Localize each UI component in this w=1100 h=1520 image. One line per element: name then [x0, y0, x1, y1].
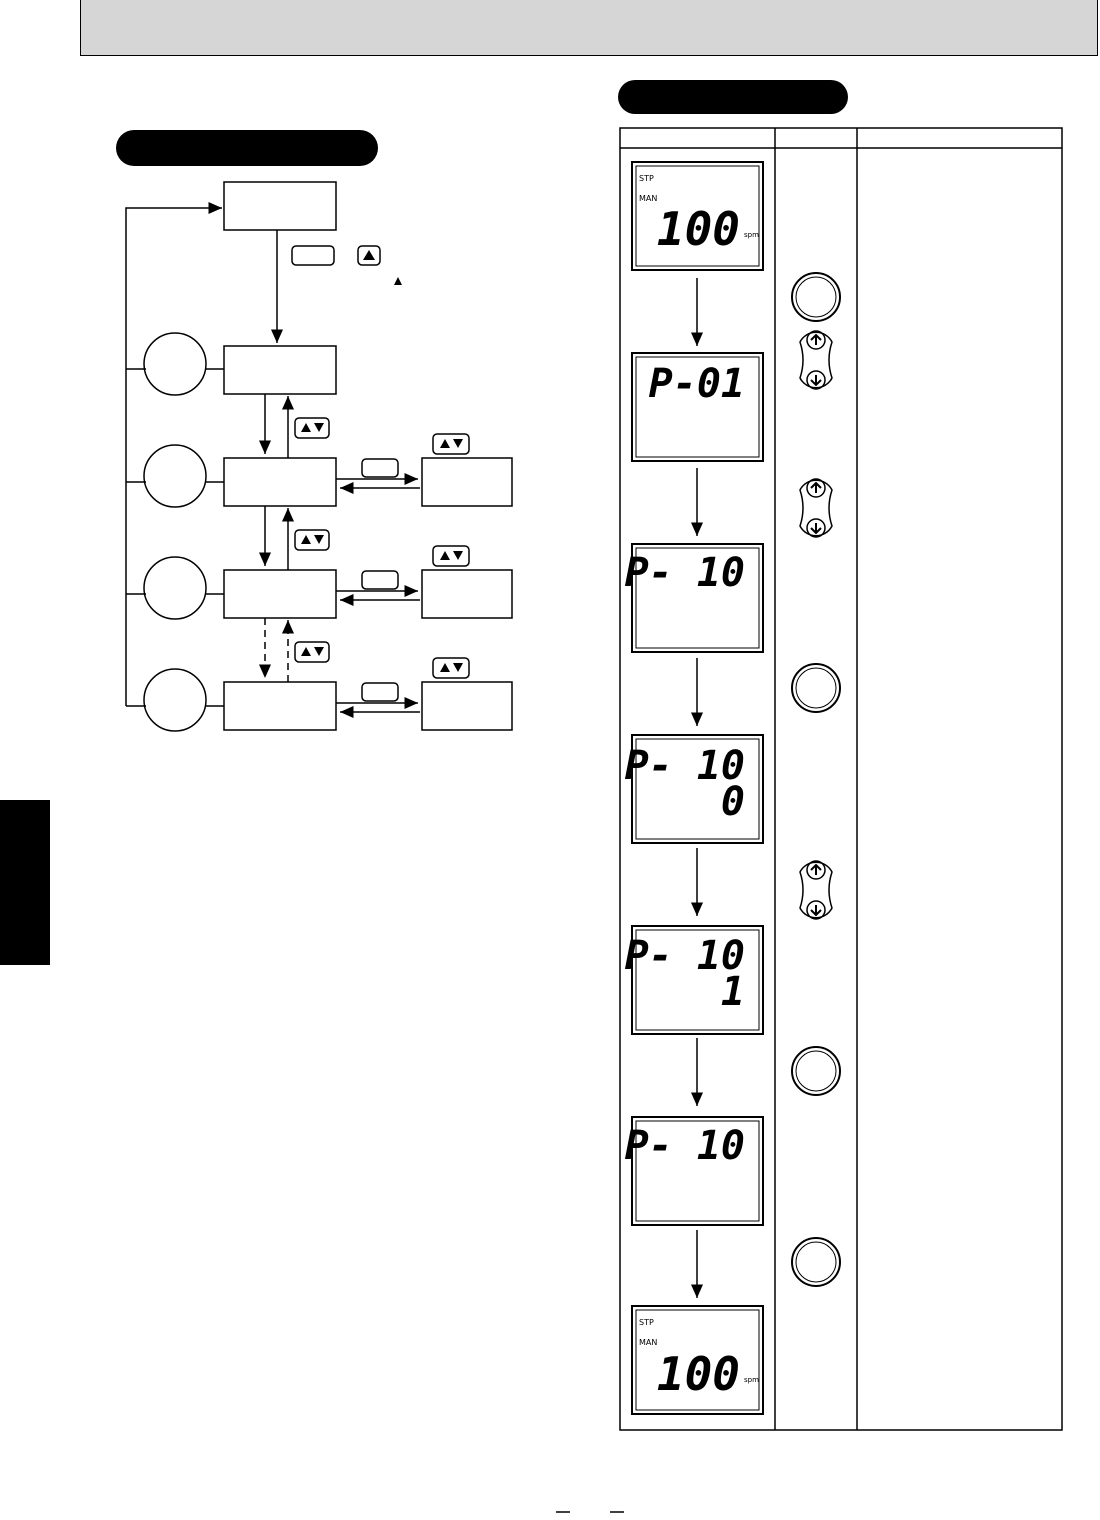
up-down-rocker-icon	[799, 478, 833, 538]
lcd-parameter-code: P- 10	[625, 1123, 745, 1169]
lcd-setting-value: 1	[721, 969, 745, 1015]
setting-box-1	[421, 457, 513, 507]
key-updown-5	[432, 545, 470, 567]
parameter-box-1	[223, 345, 337, 395]
key-up-box	[357, 245, 381, 266]
up-down-rocker-icon	[799, 860, 833, 920]
up-down-triangles-icon	[301, 535, 324, 544]
lcd-status-man: MAN	[639, 194, 657, 203]
start-mode-box	[223, 181, 337, 231]
lcd-speed-value: 100	[657, 1347, 740, 1401]
lcd-parameter-code: P- 10	[625, 933, 745, 979]
lcd-screen-2	[631, 352, 764, 462]
lcd-speed-value: 100	[657, 202, 740, 256]
lcd-setting-value: 0	[721, 779, 745, 825]
key-blank-2	[361, 570, 399, 590]
step-circle-1	[143, 332, 207, 396]
triangle-up-icon	[394, 277, 402, 285]
setting-box-2	[421, 569, 513, 619]
flow-section-heading	[116, 130, 378, 166]
side-tab	[0, 800, 50, 965]
lcd-status-stp: STP	[639, 1318, 654, 1327]
round-button-icon	[791, 663, 841, 713]
lcd-screen-1	[631, 161, 764, 271]
parameter-box-4	[223, 681, 337, 731]
lcd-screen-3	[631, 543, 764, 653]
lcd-screen-4	[631, 734, 764, 844]
up-down-triangles-icon	[440, 663, 463, 672]
lcd-screen-5	[631, 925, 764, 1035]
round-button-icon	[791, 1046, 841, 1096]
up-down-triangles-icon	[440, 551, 463, 560]
up-down-triangles-icon	[301, 647, 324, 656]
lcd-screen-6	[631, 1116, 764, 1226]
up-down-triangles-icon	[440, 439, 463, 448]
step-circle-3	[143, 556, 207, 620]
lcd-screen-7	[631, 1305, 764, 1415]
lcd-parameter-code: P-01	[649, 361, 745, 407]
key-updown-2	[294, 529, 330, 551]
procedure-table	[619, 127, 1063, 1431]
lcd-parameter-code: P- 10	[625, 743, 745, 789]
key-blank-top	[291, 245, 335, 266]
key-blank-1	[361, 458, 399, 478]
up-down-rocker-icon	[799, 330, 833, 390]
key-updown-1	[294, 417, 330, 439]
lcd-status-man: MAN	[639, 1338, 657, 1347]
lcd-speed-unit: spm	[744, 1376, 759, 1384]
key-updown-4	[432, 433, 470, 455]
setting-box-3	[421, 681, 513, 731]
key-updown-3	[294, 641, 330, 663]
step-circle-4	[143, 668, 207, 732]
round-button-icon	[791, 272, 841, 322]
procedure-section-heading	[618, 80, 848, 114]
header-bar	[80, 0, 1098, 56]
step-circle-2	[143, 444, 207, 508]
parameter-box-2	[223, 457, 337, 507]
key-updown-6	[432, 657, 470, 679]
round-button-icon	[791, 1237, 841, 1287]
lcd-parameter-code: P- 10	[625, 550, 745, 596]
lcd-status-stp: STP	[639, 174, 654, 183]
up-down-triangles-icon	[301, 423, 324, 432]
lcd-speed-unit: spm	[744, 231, 759, 239]
triangle-up-icon	[363, 250, 375, 260]
key-blank-3	[361, 682, 399, 702]
parameter-box-3	[223, 569, 337, 619]
